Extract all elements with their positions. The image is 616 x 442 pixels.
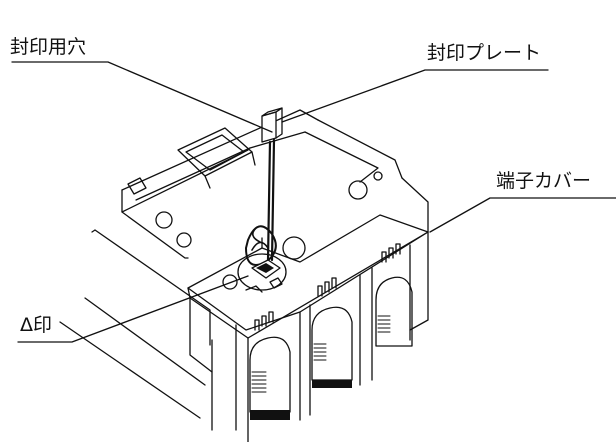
terminal-opening-3 — [375, 276, 413, 347]
label-seal-plate: 封印プレート — [427, 42, 542, 64]
seal-hole-circle — [237, 253, 287, 291]
terminal-openings — [249, 276, 413, 420]
leader-seal-hole — [11, 61, 273, 133]
seal-plate — [261, 111, 277, 143]
leader-delta-mark — [17, 275, 249, 343]
breaker-body — [59, 109, 403, 419]
leader-seal-plate — [281, 69, 549, 123]
terminal-opening-1 — [249, 336, 291, 413]
seal-assembly — [237, 107, 287, 293]
terminal-opening-2 — [311, 306, 353, 381]
leader-terminal-cover — [429, 197, 616, 233]
label-seal-hole: 封印用穴 — [10, 36, 87, 58]
label-terminal-cover: 端子カバー — [496, 170, 592, 192]
terminal-cover-outline — [187, 171, 429, 442]
leader-lines — [11, 61, 616, 343]
label-delta-mark: Δ印 — [20, 314, 52, 336]
